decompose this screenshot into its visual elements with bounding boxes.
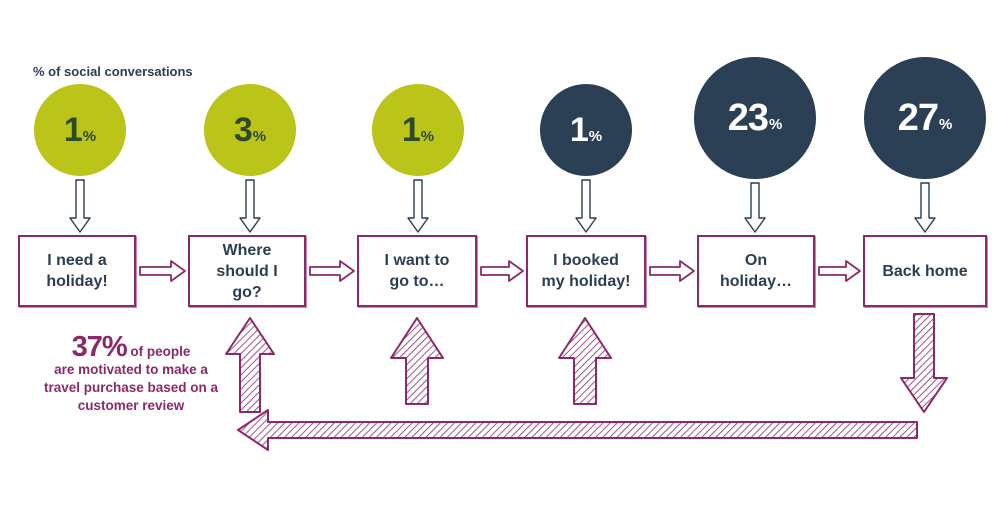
- stage-percent-value: 3: [233, 110, 253, 149]
- stage-percent-unit: %: [938, 115, 953, 133]
- up-arrow-icon: [390, 317, 444, 405]
- stage-percent-unit: %: [82, 127, 97, 145]
- up-arrow-icon: [225, 317, 275, 413]
- stage-percent-value: 23: [727, 96, 769, 139]
- right-arrow-icon: [818, 260, 861, 282]
- stage-circle-1: 1%: [34, 84, 126, 176]
- review-text-first: of people: [130, 344, 191, 359]
- down-arrow-icon: [69, 179, 91, 233]
- stage-box-3: I want to go to…: [357, 235, 477, 307]
- down-arrow-icon: [575, 179, 597, 233]
- stage-box-4: I booked my holiday!: [526, 235, 646, 307]
- left-arrow-icon: [237, 409, 918, 451]
- review-percent: 37%: [71, 331, 128, 363]
- stage-percent-unit: %: [252, 127, 267, 145]
- right-arrow-icon: [480, 260, 524, 282]
- down-arrow-icon: [914, 182, 936, 233]
- stage-box-5: On holiday…: [697, 235, 815, 307]
- stage-percent-value: 1: [401, 110, 421, 149]
- stage-percent-unit: %: [768, 115, 783, 133]
- stage-circle-3: 1%: [372, 84, 464, 176]
- stage-circle-5: 23%: [694, 57, 816, 179]
- stage-box-1: I need a holiday!: [18, 235, 136, 307]
- stage-percent-unit: %: [420, 127, 435, 145]
- down-arrow-icon: [744, 182, 766, 233]
- stage-box-6: Back home: [863, 235, 987, 307]
- stage-percent-value: 27: [897, 96, 939, 139]
- right-arrow-icon: [309, 260, 355, 282]
- stage-circle-2: 3%: [204, 84, 296, 176]
- stage-circle-6: 27%: [864, 57, 986, 179]
- review-callout: 37% of people are motivated to make a tr…: [42, 333, 220, 415]
- stage-percent-value: 1: [569, 110, 589, 149]
- up-arrow-icon: [558, 317, 612, 405]
- stage-circle-4: 1%: [540, 84, 632, 176]
- right-arrow-icon: [139, 260, 186, 282]
- right-arrow-icon: [649, 260, 695, 282]
- down-arrow-icon: [239, 179, 261, 233]
- down-arrow-icon: [407, 179, 429, 233]
- stage-percent-value: 1: [63, 110, 83, 149]
- stage-box-2: Where should I go?: [188, 235, 306, 307]
- down-arrow-icon: [900, 313, 948, 413]
- stage-percent-unit: %: [588, 127, 603, 145]
- review-text-rest: are motivated to make a travel purchase …: [43, 362, 219, 413]
- chart-subtitle: % of social conversations: [33, 64, 193, 79]
